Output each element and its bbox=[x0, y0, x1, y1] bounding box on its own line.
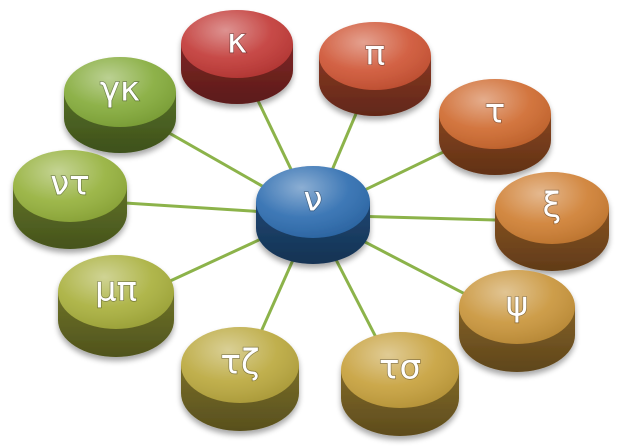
center-node-button-label: ν bbox=[304, 180, 323, 220]
node-button-label: γκ bbox=[100, 70, 140, 110]
node-button[interactable]: ξ bbox=[495, 172, 609, 271]
node-button-label: ντ bbox=[50, 164, 89, 204]
node-buttons: κ π γκ τ ντ ξ μπ ψ τζ τσ ν bbox=[13, 10, 609, 436]
button-highlight bbox=[13, 150, 127, 222]
node-button-label: ψ bbox=[506, 285, 528, 325]
button-highlight bbox=[341, 332, 459, 408]
button-highlight bbox=[58, 255, 174, 329]
button-highlight bbox=[439, 79, 551, 149]
node-button-label: κ bbox=[227, 22, 247, 62]
node-button[interactable]: γκ bbox=[64, 57, 176, 153]
node-button[interactable]: τζ bbox=[181, 327, 299, 431]
button-highlight bbox=[181, 10, 293, 78]
node-button[interactable]: π bbox=[319, 22, 431, 116]
node-button-label: π bbox=[365, 34, 385, 74]
button-highlight bbox=[319, 22, 431, 90]
node-button-label: μπ bbox=[95, 270, 137, 310]
button-highlight bbox=[64, 57, 176, 127]
node-button-label: τ bbox=[485, 92, 505, 132]
node-button[interactable]: τ bbox=[439, 79, 551, 175]
node-button[interactable]: ντ bbox=[13, 150, 127, 249]
node-button-label: τσ bbox=[379, 348, 421, 388]
button-highlight bbox=[459, 270, 575, 344]
button-highlight bbox=[256, 166, 370, 238]
node-button[interactable]: ψ bbox=[459, 270, 575, 372]
button-highlight bbox=[181, 327, 299, 403]
center-node-button[interactable]: ν bbox=[256, 166, 370, 264]
node-button[interactable]: κ bbox=[181, 10, 293, 104]
node-button[interactable]: μπ bbox=[58, 255, 174, 357]
node-button-label: τζ bbox=[221, 343, 260, 383]
button-highlight bbox=[495, 172, 609, 244]
node-button[interactable]: τσ bbox=[341, 332, 459, 436]
node-button-label: ξ bbox=[543, 186, 562, 226]
